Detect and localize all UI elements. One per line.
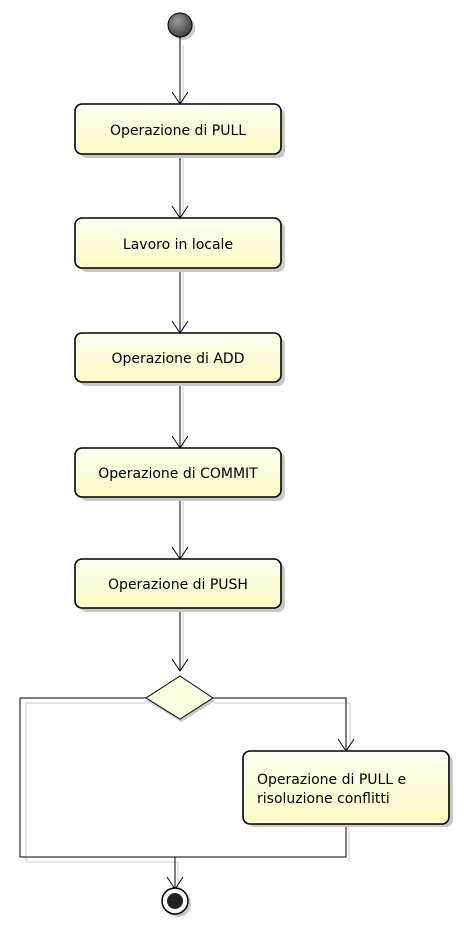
action-commit: Operazione di COMMIT xyxy=(74,447,285,501)
action-pull-label: Operazione di PULL xyxy=(110,123,246,139)
action-push: Operazione di PUSH xyxy=(74,558,285,612)
action-push-label: Operazione di PUSH xyxy=(108,577,248,593)
start-node xyxy=(167,12,195,40)
decision-node xyxy=(145,675,215,722)
action-resolve-label-line2: risoluzione conflitti xyxy=(257,791,390,807)
action-local-label: Lavoro in locale xyxy=(123,237,233,253)
action-local: Lavoro in locale xyxy=(74,217,285,272)
action-resolve: Operazione di PULL e risoluzione conflit… xyxy=(242,750,453,827)
action-resolve-label-line1: Operazione di PULL e xyxy=(257,772,406,788)
end-node xyxy=(161,887,191,917)
edge-decision-resolve xyxy=(212,697,347,751)
action-add: Operazione di ADD xyxy=(74,332,285,386)
edge-resolve-end xyxy=(175,824,347,858)
action-commit-label: Operazione di COMMIT xyxy=(98,466,258,482)
edge-decision-end xyxy=(19,697,176,889)
action-add-label: Operazione di ADD xyxy=(112,351,245,367)
action-pull: Operazione di PULL xyxy=(74,103,285,158)
